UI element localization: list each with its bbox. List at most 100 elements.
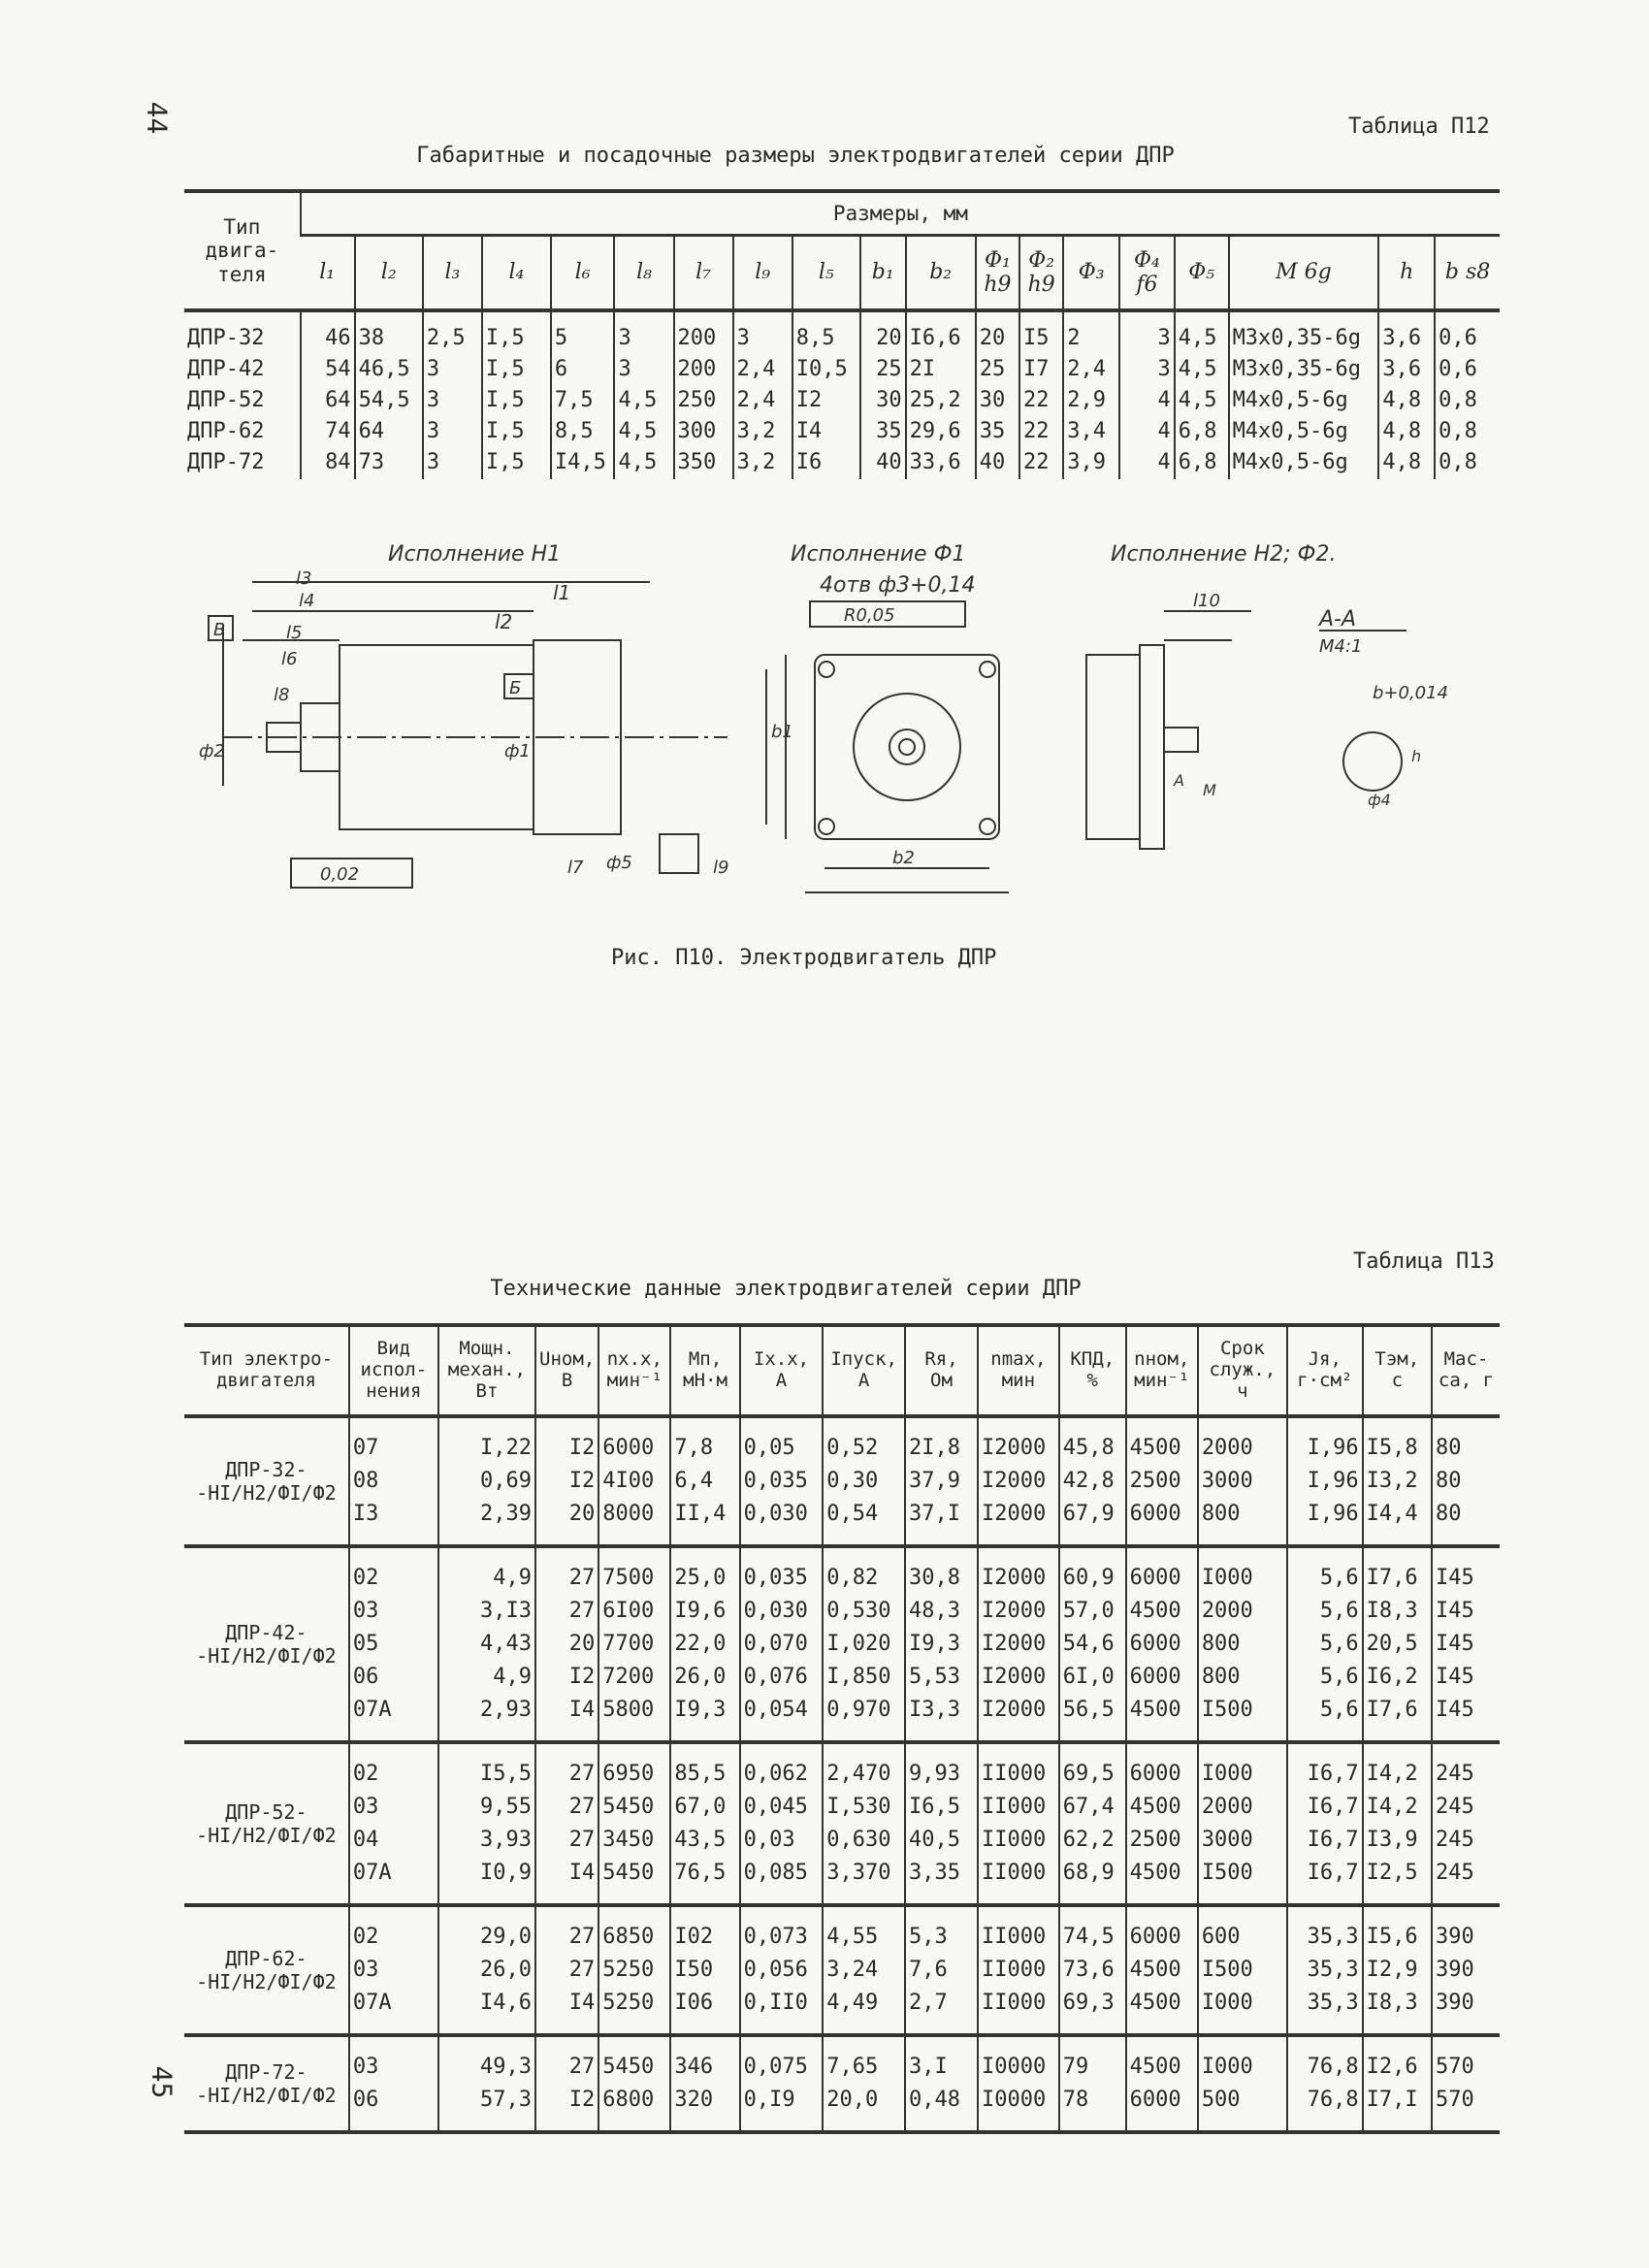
- cell: 3: [421, 355, 482, 386]
- cell: 8000: [602, 1502, 655, 1526]
- cell: 35: [858, 417, 906, 448]
- dim-l3: l3: [296, 568, 311, 589]
- cell: 48,3: [909, 1599, 960, 1623]
- cell: 43,5: [674, 1828, 727, 1852]
- cell: 6I,0: [1062, 1665, 1115, 1689]
- cell: 4,5: [1173, 310, 1229, 355]
- cell: 2500: [1129, 1469, 1181, 1493]
- cell: I45: [1435, 1599, 1474, 1623]
- col-header: Φ₁ h9: [974, 235, 1020, 312]
- cell: 7,8: [674, 1436, 714, 1460]
- cell: I6,7: [1307, 1828, 1359, 1852]
- cell: M3x0,35-6g: [1227, 355, 1379, 386]
- cell: 0,30: [826, 1469, 879, 1493]
- table12-number: Таблица П12: [1348, 114, 1490, 139]
- cell: I2000: [981, 1566, 1047, 1590]
- cell: I2,5: [1366, 1861, 1418, 1885]
- cell: 3,93: [480, 1828, 532, 1852]
- cell: 49,3: [480, 2055, 532, 2079]
- cell: 7200: [602, 1665, 655, 1689]
- cell: 20: [568, 1632, 596, 1656]
- cell: 2,4: [731, 355, 792, 386]
- cell: I2000: [981, 1665, 1047, 1689]
- cell: 0,82: [826, 1566, 879, 1590]
- cell: 5,6: [1319, 1698, 1359, 1722]
- cell: 35,3: [1307, 1958, 1359, 1982]
- cell: M4x0,5-6g: [1227, 417, 1379, 448]
- cell: 4500: [1129, 1958, 1181, 1982]
- cell: 30: [858, 386, 906, 417]
- cell: 35,3: [1307, 1925, 1359, 1949]
- dim-l10: l10: [1193, 591, 1220, 611]
- cell: I6,6: [904, 310, 976, 355]
- cell: 800: [1201, 1665, 1241, 1689]
- cell: 3,2: [731, 448, 792, 479]
- cell: 25: [858, 355, 906, 386]
- cell: 2,9: [1062, 386, 1120, 417]
- cell: 0,6: [1434, 355, 1500, 386]
- cell: 38: [353, 310, 423, 355]
- cell: 27: [568, 1566, 596, 1590]
- cell: 20: [858, 310, 906, 355]
- cell: I000: [1201, 1762, 1253, 1786]
- dim-b1: b1: [771, 722, 793, 742]
- page-number-left: 44: [141, 101, 174, 135]
- cell: 46: [299, 310, 355, 355]
- cell: I2000: [981, 1632, 1047, 1656]
- cell: 346: [674, 2055, 714, 2079]
- col-header: l₉: [731, 235, 792, 312]
- cell: 200: [672, 310, 733, 355]
- cell: 4500: [1129, 1795, 1181, 1819]
- cell: I02: [674, 1925, 714, 1949]
- cell: I2,9: [1366, 1958, 1418, 1982]
- cell: 4500: [1129, 1991, 1181, 2015]
- col-type: Тип двига-теля: [184, 189, 301, 312]
- cell: I7,I: [1366, 2088, 1418, 2112]
- cell: 0,073: [743, 1925, 808, 1949]
- cell: I4,5: [549, 448, 615, 479]
- cell: I2,6: [1366, 2055, 1418, 2079]
- cell: 6,8: [1173, 448, 1229, 479]
- cell: I0,9: [480, 1861, 532, 1885]
- cell: 8,5: [791, 310, 860, 355]
- col-header: Срок служ., ч: [1196, 1323, 1287, 1418]
- col-header: КПД, %: [1057, 1323, 1126, 1418]
- cell: 390: [1435, 1991, 1474, 2015]
- cell: 5,6: [1319, 1632, 1359, 1656]
- label-datum-b: В: [213, 620, 225, 640]
- cell: 25: [974, 355, 1020, 386]
- col-header: b s8: [1434, 235, 1500, 312]
- col-header: nном, мин⁻¹: [1124, 1323, 1198, 1418]
- cell: 0,030: [743, 1599, 808, 1623]
- cell: 4,43: [480, 1632, 532, 1656]
- label-keyway: b+0,014: [1373, 683, 1448, 703]
- cell: I4,2: [1366, 1795, 1418, 1819]
- cell: I,22: [480, 1436, 532, 1460]
- cell: I5: [1018, 310, 1064, 355]
- cell: 0,530: [826, 1599, 891, 1623]
- cell: 7500: [602, 1566, 655, 1590]
- cell: I2: [568, 1469, 596, 1493]
- label-runout: 0,02: [320, 864, 359, 885]
- dim-m: М: [1203, 781, 1216, 799]
- cell: 300: [672, 417, 733, 448]
- col-header: Tэм, с: [1361, 1323, 1432, 1418]
- cell: I,850: [826, 1665, 891, 1689]
- cell: 2,5: [421, 310, 482, 355]
- cell: 54,5: [353, 386, 423, 417]
- cell: I7: [1018, 355, 1064, 386]
